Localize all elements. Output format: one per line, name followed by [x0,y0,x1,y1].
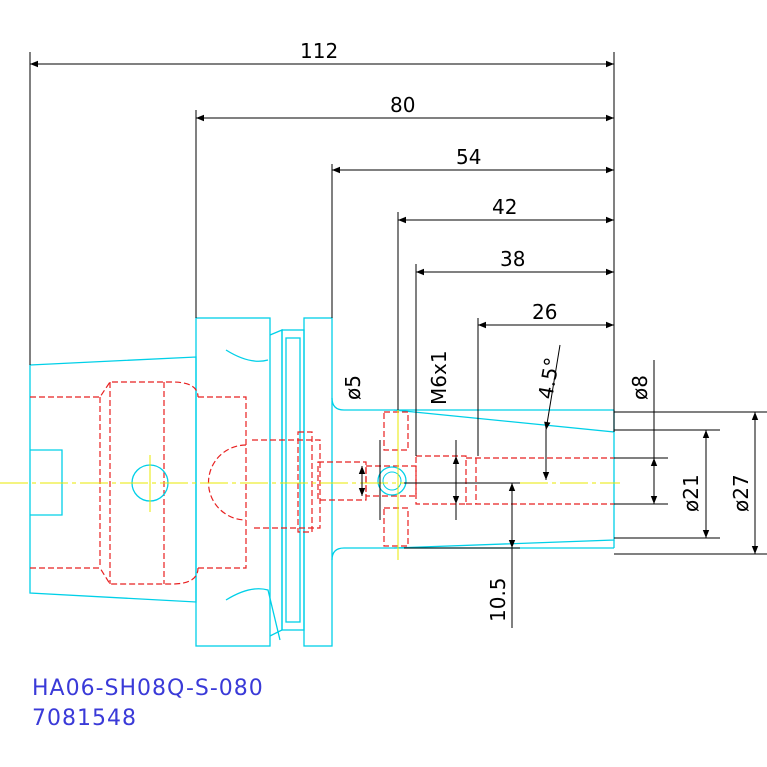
dim-112: 112 [300,39,338,63]
dim-54: 54 [456,145,481,169]
dim-angle: 4.5° [533,356,564,401]
dim-38: 38 [500,247,525,271]
dim-dia-8: ø8 [628,375,652,400]
dim-dia-5: ø5 [341,375,365,400]
center-lines [0,400,620,560]
dim-42: 42 [492,195,517,219]
order-number: 7081548 [32,706,137,731]
dim-thread-m6x1: M6x1 [427,350,451,405]
dim-26: 26 [532,300,557,324]
part-number: HA06-SH08Q-S-080 [32,676,264,701]
dim-dia-27: ø27 [729,474,753,512]
coolant-hole [377,466,407,496]
dim-10-5: 10.5 [486,577,510,622]
dimension-lines [29,52,767,628]
holder-outline [29,317,615,647]
dim-dia-21: ø21 [679,474,703,512]
dim-80: 80 [390,93,415,117]
